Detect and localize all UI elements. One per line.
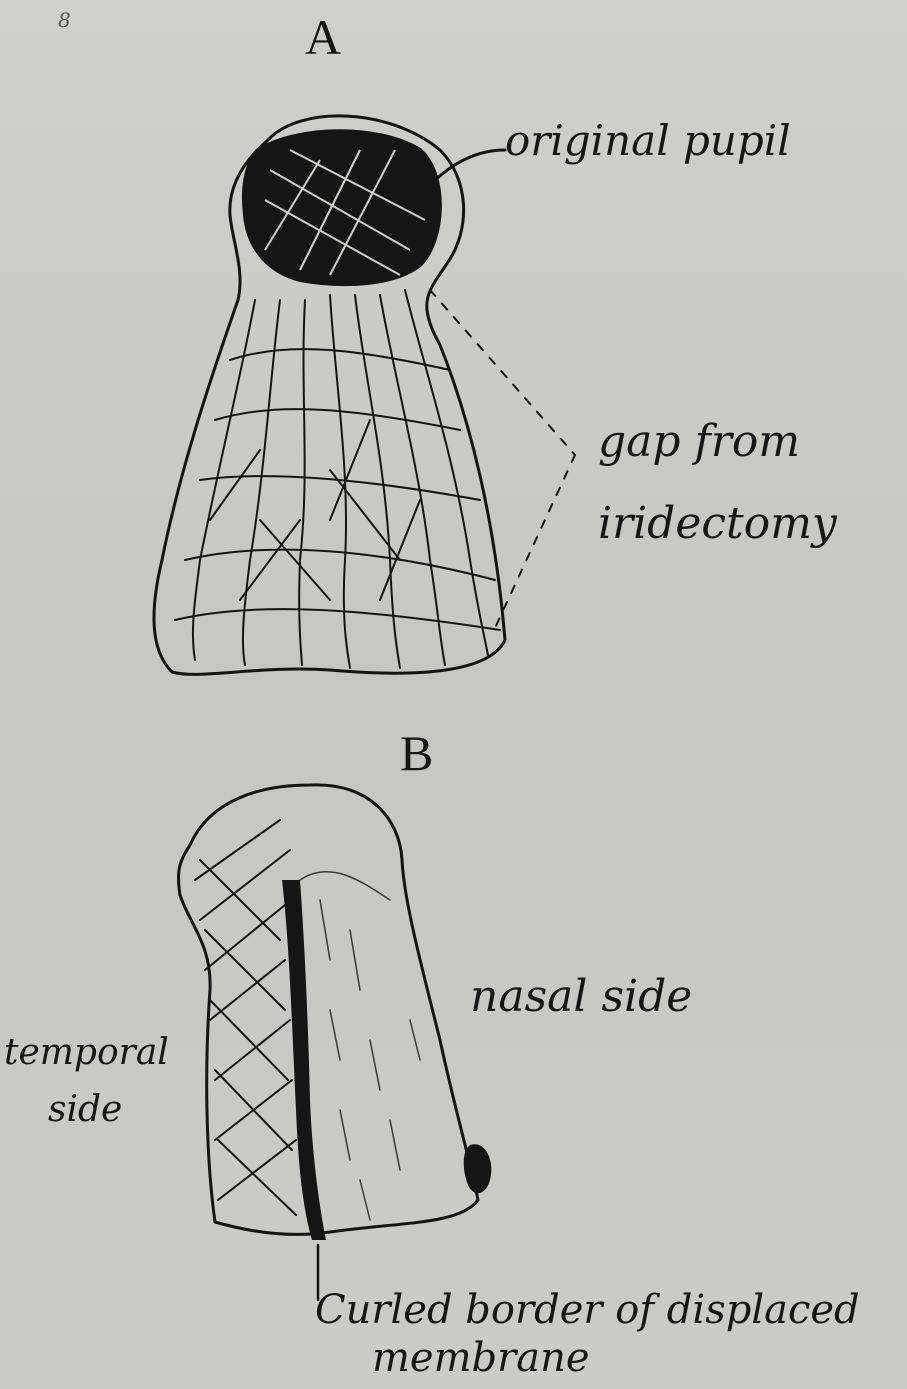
figure-b-sketch (178, 785, 491, 1300)
gap-leader-lines (430, 290, 575, 628)
iridectomy-label: iridectomy (598, 502, 837, 546)
temporal-label: temporal (4, 1035, 169, 1071)
gap-from-label: gap from (598, 420, 800, 464)
nasal-fine-strokes (300, 872, 420, 1220)
figure-a-label: A (305, 12, 341, 62)
curled-border-label: Curled border of displaced (315, 1290, 860, 1330)
pupil-leader-line (430, 150, 505, 185)
original-pupil-label: original pupil (505, 120, 791, 162)
membrane-label: membrane (372, 1338, 590, 1378)
nasal-side-label: nasal side (470, 975, 692, 1019)
pigment-blotch (464, 1144, 492, 1193)
original-pupil-mark (244, 131, 440, 284)
figure-a-sketch (154, 116, 575, 674)
figure-b-label: B (400, 728, 433, 778)
temporal-side-label: side (48, 1092, 122, 1128)
iris-fibres (175, 290, 500, 668)
curled-border-band (282, 880, 326, 1240)
